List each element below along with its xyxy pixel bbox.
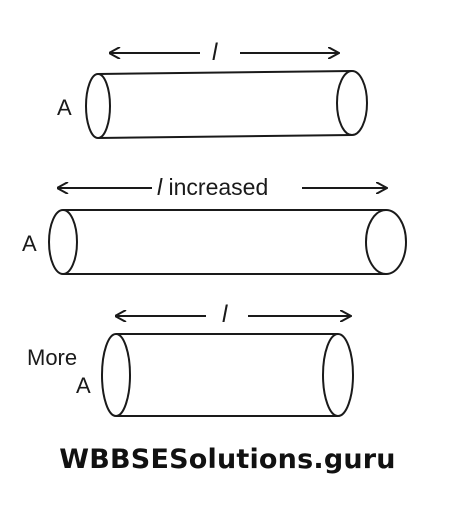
top-length-label: l (212, 39, 218, 66)
middle-area-label: A (22, 231, 37, 256)
bottom-cylinder (101, 333, 354, 417)
middle-length-label: l increased (154, 174, 272, 200)
watermark-text: WBBSESolutions.guru (59, 444, 396, 475)
top-cylinder (85, 70, 368, 139)
middle-length-symbol: l (157, 174, 163, 200)
middle-cylinder (48, 209, 407, 275)
top-area-label: A (57, 95, 72, 120)
middle-length-text: increased (168, 174, 269, 200)
bottom-area-label-a: A (76, 373, 91, 398)
bottom-area-label-more: More (27, 345, 78, 370)
bottom-length-label: l (222, 301, 228, 328)
